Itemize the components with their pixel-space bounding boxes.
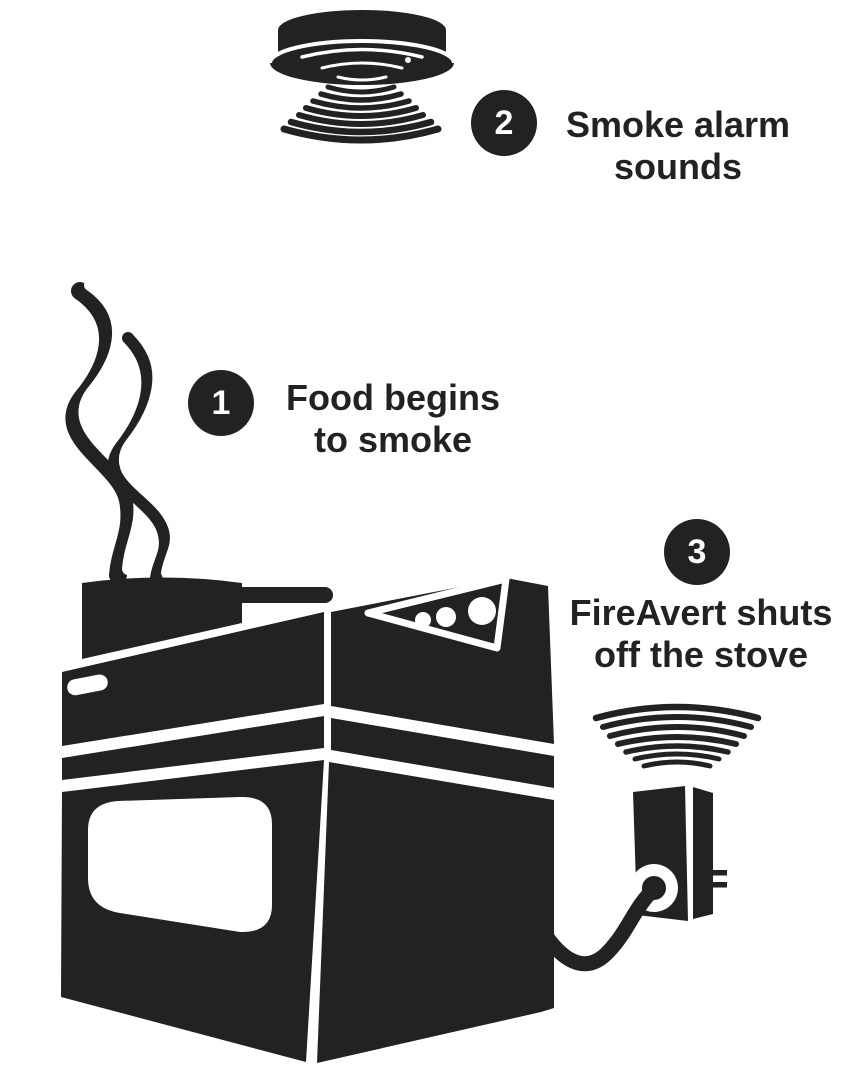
control-panel-outline bbox=[364, 575, 510, 652]
step-3-label: FireAvert shuts off the stove bbox=[521, 592, 864, 676]
pot bbox=[82, 577, 242, 659]
smoke-wisps-icon bbox=[65, 279, 178, 584]
knob-medium bbox=[436, 607, 456, 627]
stove-left-mid-band bbox=[62, 716, 324, 780]
step-2-badge: 2 bbox=[471, 90, 537, 156]
pot-handle bbox=[242, 587, 333, 603]
step-2-label-line2: sounds bbox=[613, 146, 742, 187]
plug-prong-bottom bbox=[713, 882, 727, 888]
power-cord bbox=[538, 885, 658, 972]
step-1-label: Food begins to smoke bbox=[233, 377, 553, 461]
step-3-label-line2: off the stove bbox=[593, 634, 808, 675]
smoke-detector-icon bbox=[268, 10, 456, 85]
oven-window bbox=[88, 796, 272, 933]
step-3-badge: 3 bbox=[664, 519, 730, 585]
sound-waves-down-icon bbox=[280, 84, 442, 144]
knob-small bbox=[415, 612, 431, 628]
fireavert-plug-icon bbox=[538, 786, 727, 972]
step-3-label-line1: FireAvert shuts bbox=[569, 592, 833, 633]
device-side bbox=[693, 787, 713, 919]
step-1-badge: 1 bbox=[188, 370, 254, 436]
sound-waves-up-icon bbox=[592, 703, 762, 769]
stove-right-mid-band bbox=[331, 718, 554, 788]
stove-right-lower bbox=[317, 762, 554, 1063]
outlet-plug-dot bbox=[642, 876, 666, 900]
step-2-label-line1: Smoke alarm bbox=[565, 104, 791, 145]
stove-icon bbox=[61, 575, 554, 1063]
stove-handle-detail bbox=[67, 674, 108, 696]
stove-left-top-band bbox=[62, 612, 324, 746]
step-1-label-line2: to smoke bbox=[313, 419, 473, 460]
step-2-label: Smoke alarm sounds bbox=[518, 104, 838, 188]
knob-large bbox=[468, 597, 496, 625]
step-1-label-line1: Food begins bbox=[286, 377, 500, 418]
plug-prong-top bbox=[713, 870, 727, 876]
